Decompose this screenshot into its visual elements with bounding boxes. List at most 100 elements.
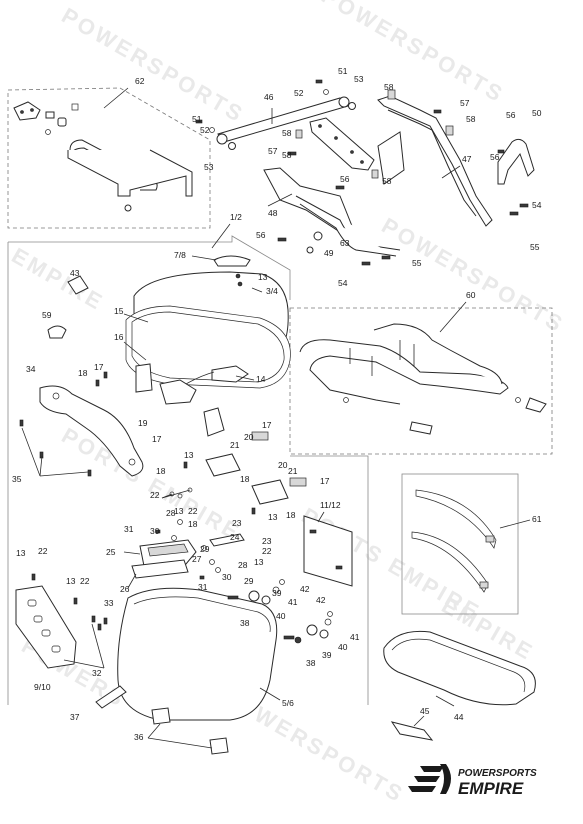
leader-line — [147, 737, 213, 749]
label-18: 18 — [240, 474, 250, 484]
catch-17 — [251, 431, 269, 441]
rack-bolt — [30, 108, 34, 112]
pannier-body — [117, 587, 278, 721]
bottom-parts — [95, 685, 229, 755]
screw-33 — [97, 623, 102, 631]
label-43: 43 — [70, 268, 80, 278]
label-14: 14 — [256, 374, 266, 384]
label-58: 58 — [382, 176, 392, 186]
screw-33 — [103, 617, 108, 625]
catch-17 — [289, 477, 307, 487]
label-22: 22 — [262, 546, 272, 556]
label-23: 23 — [262, 536, 272, 546]
watermark-text: POWERSPORTS — [318, 0, 509, 108]
label-44: 44 — [454, 712, 464, 722]
latch-assembly — [169, 431, 307, 515]
watermark-text: POWERSPORTS — [58, 3, 249, 128]
washer-22 — [177, 493, 183, 499]
strip-clip — [479, 581, 489, 589]
label-52: 52 — [294, 88, 304, 98]
frame-nut — [515, 397, 521, 403]
label-62: 62 — [135, 76, 145, 86]
leader-line — [147, 723, 161, 739]
screw-31 — [199, 575, 205, 580]
leader-line — [251, 287, 263, 293]
leader-line — [21, 427, 41, 477]
pad-43 — [67, 275, 89, 295]
label-52: 52 — [200, 125, 210, 135]
leader-line — [441, 165, 461, 179]
frame-end — [409, 421, 433, 435]
spacer-53 — [348, 102, 356, 110]
rubber-39 — [248, 590, 260, 602]
bolt-54 — [519, 203, 529, 208]
leader-line — [39, 471, 89, 477]
leader-line — [123, 341, 147, 361]
washer-52 — [323, 89, 329, 95]
logo-mark-icon — [408, 764, 451, 794]
clip-58 — [445, 125, 454, 136]
bush-29 — [201, 545, 207, 551]
bolt-38 — [283, 635, 295, 640]
screw-18 — [95, 379, 100, 387]
label-17: 17 — [94, 362, 104, 372]
label-30: 30 — [222, 572, 232, 582]
badge-7-8 — [213, 255, 251, 267]
leader-line — [499, 519, 531, 529]
label-29: 29 — [200, 544, 210, 554]
plate-slot — [33, 615, 43, 623]
bush-28 — [215, 567, 221, 573]
rack-clip — [45, 111, 55, 119]
bush-30 — [209, 559, 215, 565]
screw-33 — [91, 615, 96, 623]
bolt-51 — [315, 79, 323, 84]
lock-16 — [135, 363, 153, 393]
label-13: 13 — [254, 557, 264, 567]
trim-strips — [411, 489, 497, 593]
handle-grip — [147, 543, 189, 557]
label-13: 13 — [16, 548, 26, 558]
handle-base-26 — [131, 559, 189, 579]
clip-58 — [387, 89, 396, 100]
plate-hole — [360, 160, 364, 164]
leader-line — [259, 687, 281, 701]
label-40: 40 — [338, 642, 348, 652]
washer-42 — [327, 611, 333, 617]
stay-bush — [216, 133, 228, 145]
label-18: 18 — [78, 368, 88, 378]
luggage-rack — [13, 87, 193, 212]
label-13: 13 — [184, 450, 194, 460]
label-39: 39 — [322, 650, 332, 660]
frame-rail — [299, 339, 509, 405]
leader-line — [267, 193, 293, 207]
rack-bolt — [20, 110, 24, 114]
link-24 — [209, 533, 245, 547]
brand-logo: POWERSPORTS EMPIRE — [408, 764, 537, 798]
plate-slot — [27, 599, 37, 607]
frame-rail — [373, 323, 503, 385]
back-plate — [303, 515, 353, 587]
label-49: 49 — [324, 248, 334, 258]
label-22: 22 — [80, 576, 90, 586]
label-13: 13 — [268, 512, 278, 522]
clip-45 — [390, 721, 434, 741]
leader-line — [39, 455, 43, 477]
rack-clip — [57, 117, 67, 127]
label-60: 60 — [466, 290, 476, 300]
nut-40 — [261, 595, 271, 605]
latch — [159, 379, 197, 405]
rack-bolt — [124, 204, 132, 212]
handle-assembly — [131, 519, 245, 580]
bolt-55 — [381, 255, 391, 260]
group-boxes — [7, 87, 553, 705]
part-labels: 62 51 52 53 46 51 52 53 58 57 58 58 58 5… — [12, 66, 542, 742]
label-29: 29 — [244, 576, 254, 586]
logo-line2: EMPIRE — [458, 779, 524, 798]
screw-13 — [31, 573, 36, 581]
spacer-53 — [228, 142, 236, 150]
label-39: 39 — [272, 588, 282, 598]
clip-58 — [295, 129, 303, 139]
leader-line — [123, 313, 149, 323]
leader-line — [161, 489, 191, 499]
